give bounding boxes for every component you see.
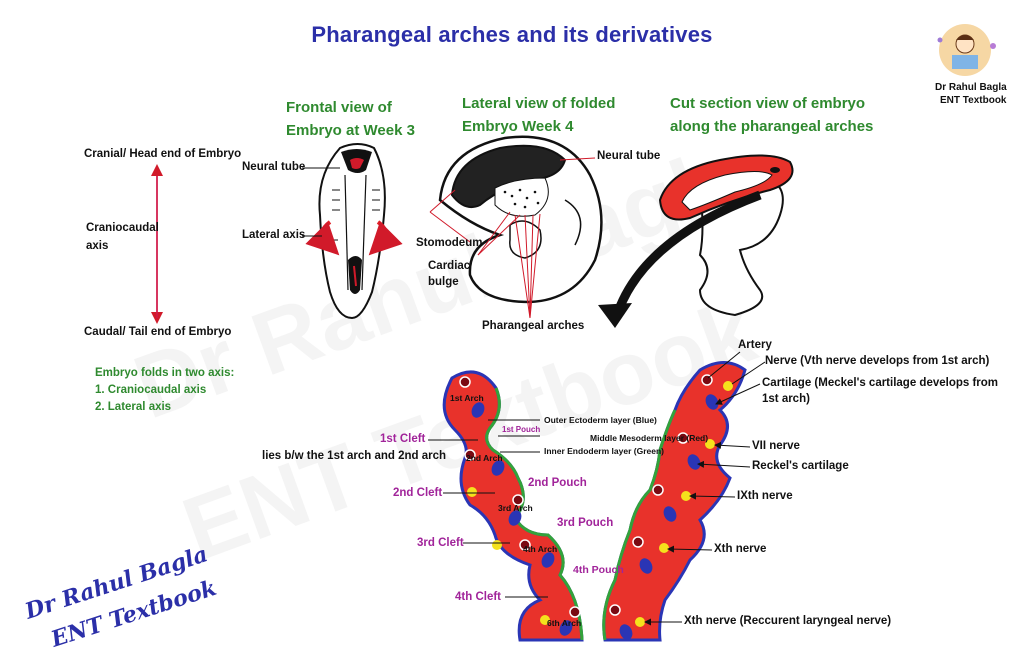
- arch-1-label: 1st Arch: [450, 393, 484, 403]
- big-arrow-head: [598, 303, 632, 328]
- cranial-label: Cranial/ Head end of Embryo: [84, 148, 242, 160]
- folds-item-2: 2. Lateral axis: [95, 401, 172, 413]
- arch-3-label: 3rd Arch: [498, 503, 533, 513]
- left-arch-section: [442, 370, 584, 642]
- pharyngeal-arches-label: Pharangeal arches: [482, 320, 585, 332]
- nerve-label: Nerve (Vth nerve develops from 1st arch): [765, 355, 990, 367]
- lateral-heading-1: Lateral view of folded: [462, 95, 616, 112]
- x-recurrent-nerve-label: Xth nerve (Reccurent laryngeal nerve): [684, 615, 892, 627]
- caudal-label: Caudal/ Tail end of Embryo: [84, 326, 232, 338]
- arch-6-label: 6th Arch: [547, 618, 582, 628]
- folds-title: Embryo folds in two axis:: [95, 367, 235, 379]
- reckel-cartilage-label: Reckel's cartilage: [752, 460, 849, 472]
- pouch-4-label: 4th Pouch: [573, 564, 624, 576]
- cut-heading-2: along the pharangeal arches: [670, 118, 874, 135]
- page-title: Pharangeal arches and its derivatives: [311, 22, 713, 47]
- vii-nerve-label: VII nerve: [752, 440, 800, 452]
- cleft-1-note: lies b/w the 1st arch and 2nd arch: [262, 450, 447, 462]
- cleft-4-label: 4th Cleft: [455, 591, 501, 603]
- right-pointers: [644, 351, 766, 626]
- frontal-heading-1: Frontal view of: [286, 99, 392, 116]
- craniocaudal-label-2: axis: [86, 240, 109, 252]
- cartilage-label-2: 1st arch): [762, 393, 810, 405]
- lateral-heading-2: Embryo Week 4: [462, 118, 574, 135]
- middle-layer-label: Middle Mesoderm layer (Red): [590, 433, 709, 443]
- x-nerve-label: Xth nerve: [714, 543, 767, 555]
- arch-4-label: 4th Arch: [523, 544, 558, 554]
- cleft-2-label: 2nd Cleft: [393, 487, 443, 499]
- folds-item-1: 1. Craniocaudal axis: [95, 384, 207, 396]
- lateral-pointers: [429, 157, 596, 319]
- logo-name: Dr Rahul Bagla: [935, 82, 1007, 93]
- left-pointers: [428, 419, 548, 598]
- frontal-embryo-figure: [305, 143, 403, 320]
- arch-2-label: 2nd Arch: [466, 453, 503, 463]
- lateral-embryo-figure: [438, 135, 603, 304]
- pouch-1-label: 1st Pouch: [502, 425, 541, 434]
- logo-subtitle: ENT Textbook: [940, 95, 1007, 106]
- outer-layer-label: Outer Ectoderm layer (Blue): [544, 415, 657, 425]
- cleft-3-label: 3rd Cleft: [417, 537, 464, 549]
- stomodeum-label: Stomodeum: [416, 237, 483, 249]
- logo-avatar-icon: [937, 24, 996, 76]
- frontal-heading-2: Embryo at Week 3: [286, 122, 415, 139]
- ix-nerve-label: IXth nerve: [737, 490, 793, 502]
- cardiac-label-2: bulge: [428, 276, 459, 288]
- right-arch-section: [602, 361, 747, 642]
- cartilage-label-1: Cartilage (Meckel's cartilage develops f…: [762, 377, 999, 389]
- big-arrow-shaft: [611, 190, 762, 320]
- pouch-2-label: 2nd Pouch: [528, 477, 587, 489]
- artery-label: Artery: [738, 339, 772, 351]
- neural-tube-label: Neural tube: [242, 161, 306, 173]
- cardiac-label-1: Cardiac: [428, 260, 471, 272]
- lateral-axis-label: Lateral axis: [242, 229, 306, 241]
- craniocaudal-label-1: Craniocaudal: [86, 222, 159, 234]
- inner-layer-label: Inner Endoderm layer (Green): [544, 446, 664, 456]
- cleft-1-label: 1st Cleft: [380, 433, 426, 445]
- pouch-3-label: 3rd Pouch: [557, 517, 614, 529]
- cut-heading-1: Cut section view of embryo: [670, 95, 866, 112]
- lateral-neural-tube-label: Neural tube: [597, 150, 661, 162]
